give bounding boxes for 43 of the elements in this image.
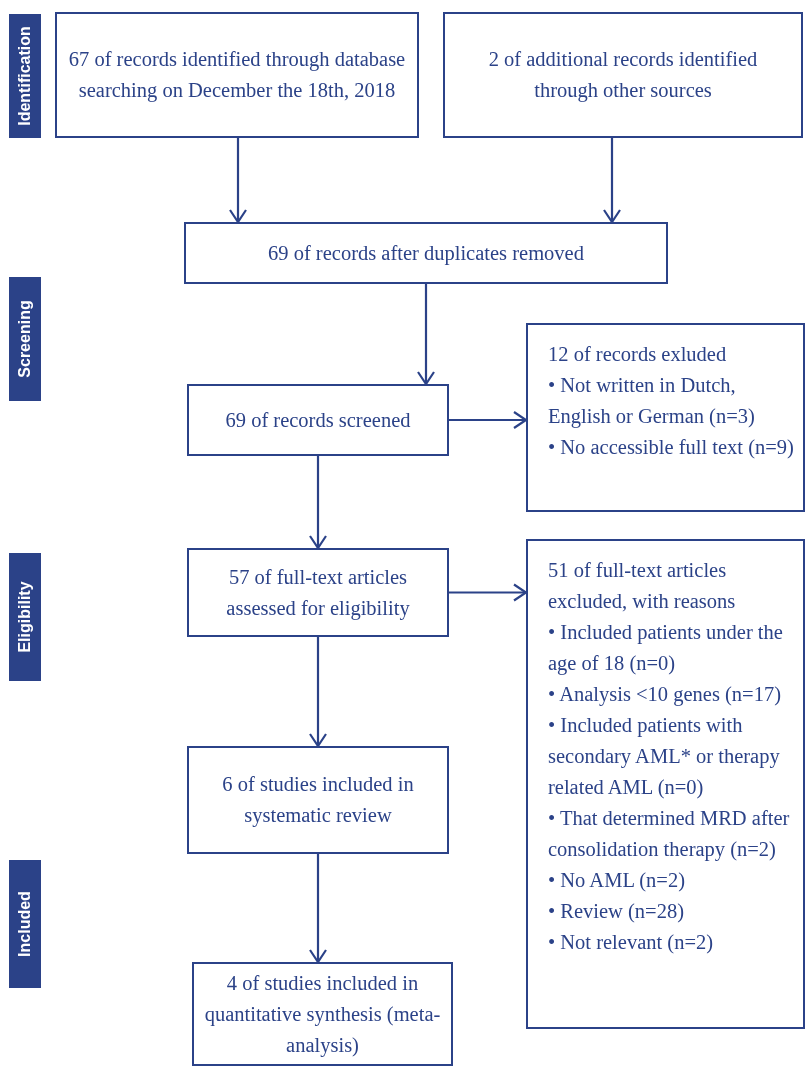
stage-label: Identification bbox=[16, 26, 34, 126]
process-box bbox=[187, 548, 449, 637]
arrow bbox=[449, 583, 528, 602]
arrow bbox=[308, 456, 328, 550]
reason-item: • Included patients under the age of 18 (n=0) bbox=[548, 620, 784, 677]
reason-item: • Included patients with secondary AML* or therapy related AML (n=0) bbox=[548, 713, 781, 801]
process-box bbox=[443, 12, 803, 138]
arrow bbox=[416, 284, 436, 386]
stage-band bbox=[9, 553, 41, 681]
arrow bbox=[602, 138, 622, 224]
box-text: 12 of records exluded bbox=[548, 342, 727, 367]
reason-item: • No AML (n=2) bbox=[548, 868, 685, 894]
reason-item: • That determined MRD after consolidation therapy (n=2) bbox=[548, 806, 791, 863]
box-text: 57 of full-text articles assessed for eligibility bbox=[225, 564, 411, 622]
arrow bbox=[308, 854, 328, 964]
process-box bbox=[192, 962, 453, 1066]
box-text: 6 of studies included in systematic review bbox=[221, 772, 415, 829]
exclusion-box bbox=[526, 323, 805, 512]
process-box bbox=[187, 384, 449, 456]
stage-band bbox=[9, 277, 41, 401]
box-text: 4 of studies included in quantitative synthesis (meta-analysis) bbox=[204, 970, 441, 1059]
box-text: 2 of additional records identified through other sources bbox=[487, 47, 759, 104]
stage-label: Eligibility bbox=[16, 581, 34, 653]
stage-label: Included bbox=[16, 891, 34, 957]
process-box bbox=[187, 746, 449, 854]
stage-band bbox=[9, 860, 41, 988]
exclusion-box bbox=[526, 539, 805, 1029]
process-box bbox=[55, 12, 419, 138]
arrow bbox=[449, 410, 528, 430]
reason-item: • No accessible full text (n=9) bbox=[548, 435, 794, 461]
reason-item: • Not written in Dutch, English or German (n=3) bbox=[548, 373, 756, 430]
stage-label: Screening bbox=[16, 300, 34, 378]
box-text: 69 of records screened bbox=[225, 407, 411, 433]
box-text: 69 of records after duplicates removed bbox=[268, 240, 584, 267]
box-text: 51 of full-text articles excluded, with reasons bbox=[548, 558, 737, 614]
box-text: 67 of records identified through database searching on December the 18th, 2018 bbox=[67, 47, 407, 104]
stage-band bbox=[9, 14, 41, 138]
arrow bbox=[228, 138, 248, 224]
reason-item: • Review (n=28) bbox=[548, 899, 684, 925]
reason-item: • Not relevant (n=2) bbox=[548, 930, 714, 956]
reason-item: • Analysis <10 genes (n=17) bbox=[548, 682, 781, 708]
process-box bbox=[184, 222, 668, 284]
arrow bbox=[308, 637, 328, 748]
